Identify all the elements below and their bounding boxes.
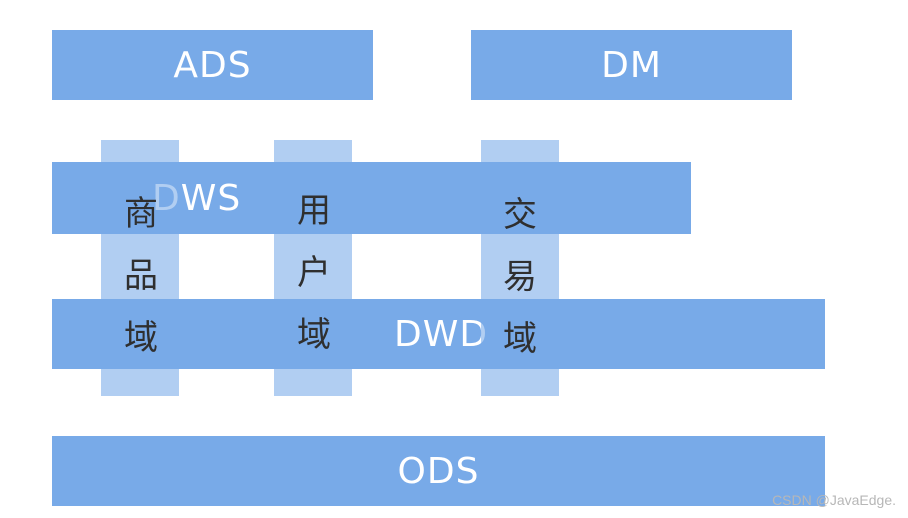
ads-label: ADS	[173, 44, 252, 86]
dm-label: DM	[601, 44, 662, 86]
user-domain-char-1: 用	[297, 191, 331, 231]
watermark: CSDN @JavaEdge.	[772, 492, 896, 508]
goods-domain-column	[101, 140, 179, 396]
user-domain-label: 用 户 域	[291, 194, 337, 380]
dm-layer: DM	[471, 30, 792, 100]
goods-domain-char-3: 域	[124, 318, 158, 358]
trade-domain-char-1: 交	[503, 195, 537, 235]
ads-layer: ADS	[52, 30, 373, 100]
dwd-layer: DWD	[52, 299, 825, 369]
trade-domain-char-3: 域	[503, 319, 537, 359]
ods-label: ODS	[397, 450, 480, 492]
goods-domain-char-2: 品	[124, 256, 158, 296]
goods-domain-label: 商 品 域	[118, 197, 164, 383]
trade-domain-char-2: 易	[503, 257, 537, 297]
goods-domain-char-1: 商	[124, 194, 158, 234]
trade-domain-column	[481, 140, 559, 396]
trade-domain-label: 交 易 域	[497, 198, 543, 384]
user-domain-char-2: 户	[297, 253, 331, 293]
dwd-label: DWD	[394, 313, 489, 355]
user-domain-char-3: 域	[297, 315, 331, 355]
user-domain-column	[274, 140, 352, 396]
ods-layer: ODS	[52, 436, 825, 506]
